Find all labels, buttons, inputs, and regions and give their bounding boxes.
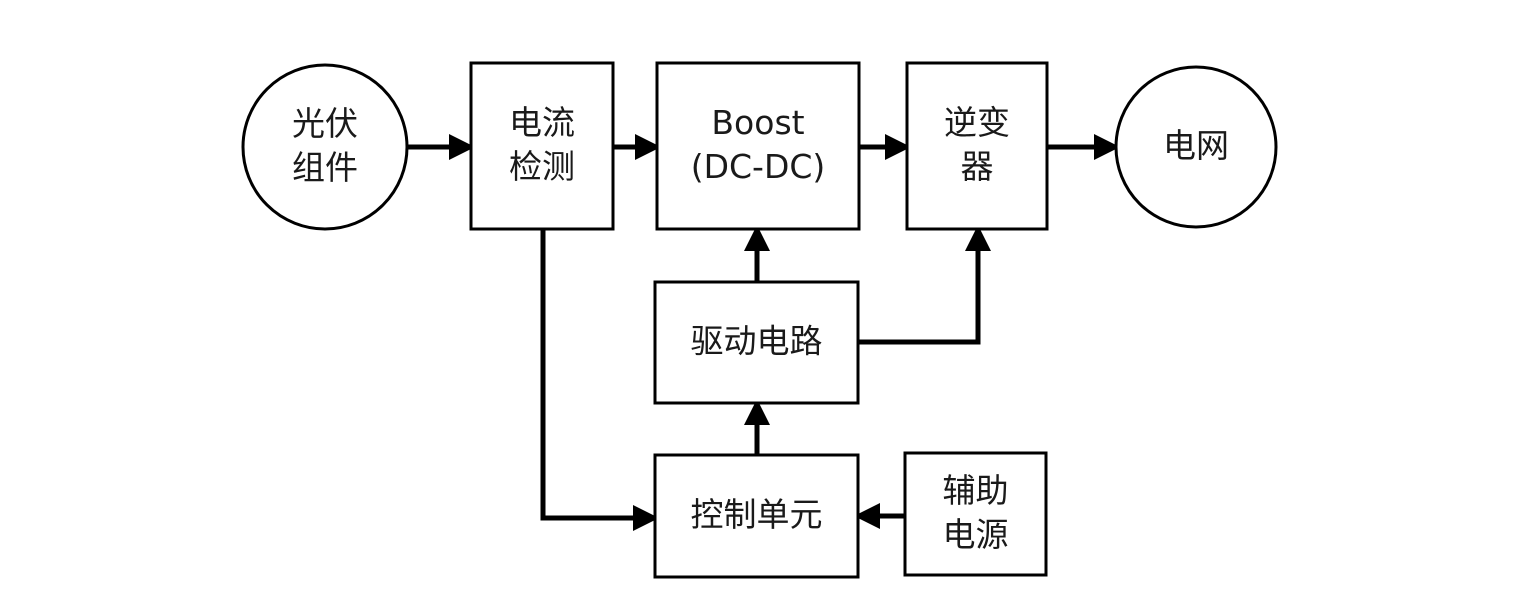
node-label-line: 电源	[943, 515, 1009, 554]
node-shape-inverter	[905, 61, 1049, 231]
node-label-line: 辅助	[943, 471, 1009, 510]
node-label-power-grid: 电网	[1163, 126, 1229, 165]
node-power-grid[interactable]: 电网	[1114, 65, 1278, 229]
node-label-line: 逆变	[944, 103, 1010, 142]
node-shape-control-unit	[653, 453, 860, 579]
node-label-boost-converter: Boost (DC-DC)	[691, 103, 826, 186]
node-label-line: 光伏	[292, 104, 358, 143]
node-control-unit[interactable]: 控制单元	[653, 453, 860, 579]
node-label-line: 组件	[292, 148, 358, 187]
node-shape-power-grid	[1114, 65, 1278, 229]
node-label-line: Boost	[711, 103, 804, 142]
node-shape-auxiliary-power	[903, 451, 1048, 577]
node-inverter[interactable]: 逆变器	[905, 61, 1049, 231]
node-label-line: (DC-DC)	[691, 147, 826, 186]
node-shape-current-detection	[469, 61, 615, 231]
connections-layer	[407, 134, 1120, 532]
node-label-auxiliary-power: 辅助电源	[943, 471, 1009, 554]
node-label-line: 电网	[1163, 126, 1229, 165]
node-label-inverter: 逆变器	[944, 103, 1010, 186]
node-auxiliary-power[interactable]: 辅助电源	[903, 451, 1048, 577]
node-current-detection[interactable]: 电流检测	[469, 61, 615, 231]
node-shape-boost-converter	[655, 61, 861, 231]
node-shape-drive-circuit	[653, 280, 860, 405]
connector-drive-circuit-to-inverter	[858, 225, 992, 345]
node-label-line: 检测	[509, 147, 575, 186]
node-pv-module[interactable]: 光伏组件	[241, 63, 409, 231]
node-label-current-detection: 电流检测	[509, 103, 575, 186]
node-label-line: 电流	[509, 103, 575, 142]
node-label-line: 器	[961, 147, 994, 186]
node-label-control-unit: 控制单元	[691, 495, 823, 534]
connector-current-detection-to-control-unit	[540, 229, 659, 532]
node-label-line: 驱动电路	[691, 321, 823, 360]
node-label-line: 控制单元	[691, 495, 823, 534]
node-label-pv-module: 光伏组件	[292, 104, 358, 187]
node-label-drive-circuit: 驱动电路	[691, 321, 823, 360]
node-boost-converter[interactable]: Boost (DC-DC)	[655, 61, 861, 231]
node-shape-pv-module	[241, 63, 409, 231]
node-drive-circuit[interactable]: 驱动电路	[653, 280, 860, 405]
